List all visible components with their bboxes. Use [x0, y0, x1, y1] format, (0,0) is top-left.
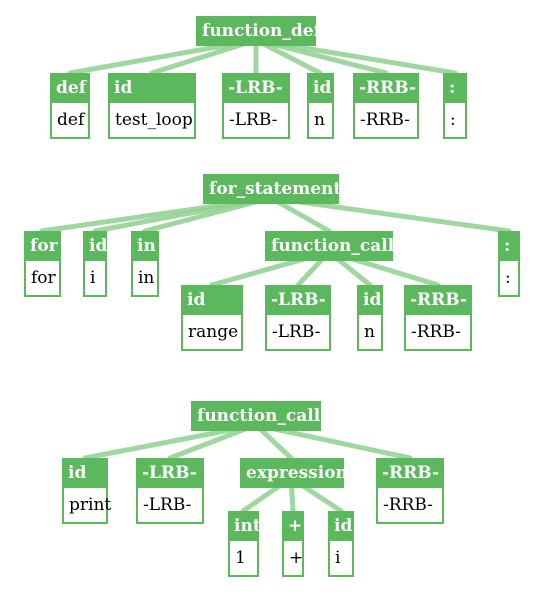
token-box: -RRB- — [353, 103, 419, 139]
token-box: -RRB- — [404, 315, 472, 351]
node-label: int — [228, 511, 261, 541]
root-node-for-statement: for_statement — [203, 174, 341, 204]
node-label: -RRB- — [353, 73, 419, 103]
node-label: id — [328, 511, 354, 541]
node-label: -RRB- — [404, 285, 472, 315]
token-box: def — [50, 103, 90, 139]
node-label: id — [307, 73, 334, 103]
node-label: id — [108, 73, 196, 103]
node-label: in — [131, 231, 159, 261]
node-label: : — [443, 73, 467, 103]
node-label: id — [83, 231, 107, 261]
token-box: -LRB- — [265, 315, 331, 351]
token-box: range — [181, 315, 243, 351]
node-label: id — [357, 285, 383, 315]
token-box: n — [307, 103, 334, 139]
token-box: + — [282, 541, 304, 577]
node-label: + — [282, 511, 304, 541]
node-label: id — [62, 458, 108, 488]
token-box: for — [24, 261, 61, 297]
token-box: in — [131, 261, 159, 297]
node-label: -RRB- — [376, 458, 444, 488]
subtree-node-function-call: function_call — [265, 231, 394, 261]
node-label: -LRB- — [136, 458, 204, 488]
token-box: i — [328, 541, 354, 577]
node-label: for — [24, 231, 61, 261]
token-box: -LRB- — [222, 103, 290, 139]
token-box: -RRB- — [376, 488, 444, 524]
node-label: def — [50, 73, 90, 103]
token-box: print — [62, 488, 111, 524]
root-node-function-def: function_def — [196, 16, 321, 46]
subtree-node-expression: expression — [240, 458, 348, 488]
node-label: id — [181, 285, 243, 315]
node-label: -LRB- — [222, 73, 290, 103]
token-box: i — [83, 261, 107, 297]
token-box: test_loop — [108, 103, 196, 139]
node-label: : — [498, 231, 520, 261]
token-box: 1 — [228, 541, 259, 577]
node-label: -LRB- — [265, 285, 331, 315]
token-box: : — [498, 261, 520, 297]
token-box: n — [357, 315, 383, 351]
token-box: -LRB- — [136, 488, 204, 524]
root-node-function-call: function_call — [191, 401, 321, 431]
token-box: : — [443, 103, 467, 139]
